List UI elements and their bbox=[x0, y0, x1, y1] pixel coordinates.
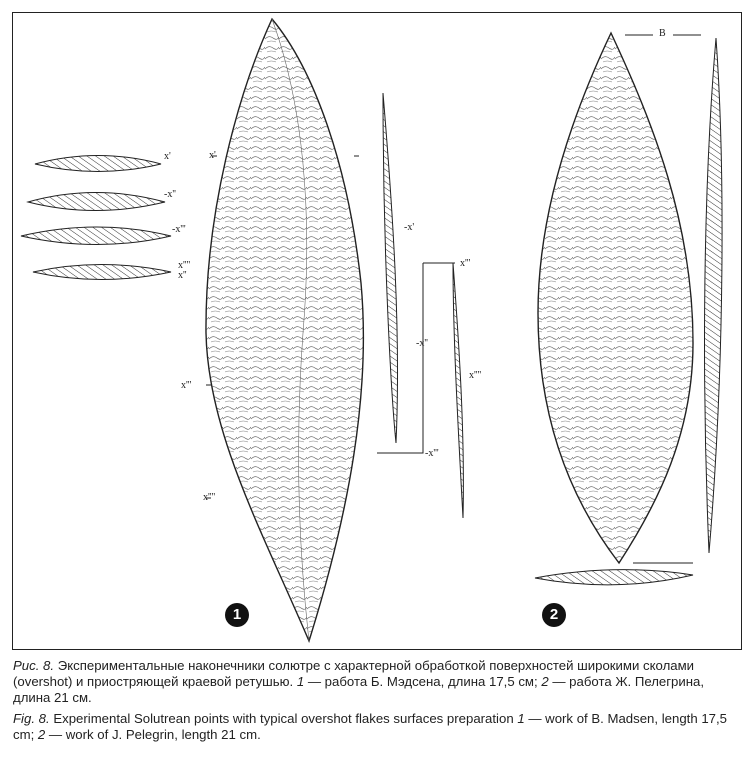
section-label: x''' bbox=[181, 380, 192, 391]
section-label: -x' bbox=[404, 222, 415, 233]
caption-ru-t2: — работа Ж. Пелегрина, длина 21 см. bbox=[13, 674, 705, 705]
cross-sections-point-1 bbox=[20, 155, 172, 280]
section-label: B bbox=[659, 28, 666, 39]
section-label: x'' bbox=[178, 270, 187, 281]
figure-plate: x' -x'' -x''' x'''' x'' x' x''' x'''' -x… bbox=[12, 12, 742, 650]
figure-drawing bbox=[20, 17, 723, 644]
caption-en-lead: Fig. 8. bbox=[13, 711, 50, 726]
cross-section-point-2 bbox=[534, 569, 694, 586]
caption-ru-t1: — работа Б. Мэдсена, длина 17,5 см; bbox=[304, 674, 542, 689]
section-label: -x''' bbox=[425, 448, 439, 459]
section-label: x''' bbox=[460, 258, 471, 269]
caption-en-t1: — work of B. Madsen, length 17,5 cm; bbox=[13, 711, 727, 742]
caption-en-n1: 1 bbox=[517, 711, 525, 726]
section-label: x' bbox=[209, 150, 216, 161]
caption-english: Fig. 8. Experimental Solutrean points wi… bbox=[13, 711, 743, 743]
section-label: -x'' bbox=[416, 338, 428, 349]
point-1-drawing bbox=[205, 17, 365, 644]
section-label: x'''' bbox=[178, 260, 191, 271]
caption-russian: Рис. 8. Экспериментальные наконечники со… bbox=[13, 658, 743, 706]
caption-ru-n2: 2 bbox=[541, 674, 549, 689]
caption-en-t2: — work of J. Pelegrin, length 21 cm. bbox=[45, 727, 261, 742]
point-2-drawing bbox=[537, 31, 701, 565]
figure-number-badge-2: 2 bbox=[542, 603, 566, 627]
figure-captions: Рис. 8. Экспериментальные наконечники со… bbox=[13, 658, 743, 748]
caption-ru-n1: 1 bbox=[296, 674, 305, 689]
caption-en-n2: 2 bbox=[37, 727, 46, 742]
section-label: x'''' bbox=[469, 370, 482, 381]
section-label: -x''' bbox=[172, 224, 186, 235]
figure-number-badge-1: 1 bbox=[225, 603, 249, 627]
point-1-profile bbox=[377, 92, 464, 519]
caption-ru-lead: Рис. 8. bbox=[13, 658, 55, 673]
section-label: x' bbox=[164, 151, 171, 162]
section-label: x'''' bbox=[203, 492, 216, 503]
section-label: -x'' bbox=[164, 189, 176, 200]
caption-en-text: Experimental Solutrean points with typic… bbox=[49, 711, 518, 726]
caption-ru-text: Экспериментальные наконечники солютре с … bbox=[13, 658, 695, 689]
point-2-profile bbox=[704, 37, 723, 554]
